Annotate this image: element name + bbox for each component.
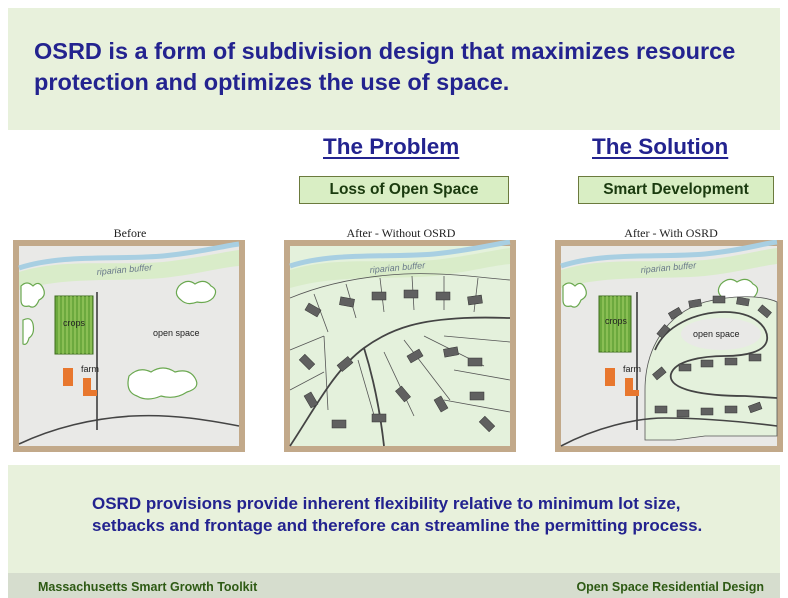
cluster-road: [654, 311, 778, 399]
farm-building: [83, 378, 97, 396]
header-band: [8, 8, 780, 130]
riparian-buffer-band: [290, 248, 510, 288]
farm-building: [605, 368, 615, 386]
main-road: [560, 417, 778, 447]
houses: [298, 289, 496, 433]
farm-label: farm: [623, 364, 641, 374]
map-before: riparian buffer crops open space farm: [13, 240, 245, 452]
riparian-buffer-label: riparian buffer: [96, 262, 153, 277]
body-band: [8, 465, 780, 573]
tree-cluster: [175, 280, 217, 305]
problem-title: The Problem: [323, 134, 460, 159]
body-text: OSRD provisions provide inherent flexibi…: [92, 494, 703, 535]
map-caption-with: After - With OSRD: [624, 226, 718, 240]
subdivision-road-branch: [363, 347, 385, 447]
crop-rows: [602, 296, 628, 352]
river: [560, 240, 778, 269]
solution-label-box: Smart Development: [578, 176, 774, 204]
riparian-buffer-band: [19, 250, 239, 290]
map-caption-without: After - Without OSRD: [346, 226, 456, 240]
farm-building: [625, 378, 639, 396]
riparian-buffer-label: riparian buffer: [369, 260, 426, 275]
main-road: [18, 414, 240, 445]
open-space-label: open space: [153, 328, 200, 338]
tree-cluster: [20, 282, 45, 345]
houses: [652, 295, 772, 418]
footer-bar: [8, 573, 780, 598]
river: [289, 240, 511, 269]
map-without-osrd: riparian buffer: [284, 240, 516, 452]
riparian-buffer-band: [561, 248, 777, 288]
subdivision-road: [289, 316, 511, 447]
headline: OSRD is a form of subdivision design tha…: [34, 38, 736, 95]
tree-cluster: [127, 367, 198, 400]
problem-label-box: Loss of Open Space: [299, 176, 509, 204]
crop-rows: [58, 296, 92, 354]
farm-building: [63, 368, 73, 386]
crops-label: crops: [63, 318, 86, 328]
river: [18, 241, 240, 271]
solution-title: The Solution: [592, 134, 729, 159]
footer-right-text: Open Space Residential Design: [576, 580, 764, 594]
riparian-buffer-label: riparian buffer: [640, 260, 697, 275]
footer-left-text: Massachusetts Smart Growth Toolkit: [38, 580, 258, 594]
map-with-osrd: riparian buffer crops farm open space: [555, 240, 783, 452]
open-space-label: open space: [693, 329, 740, 339]
tree-cluster: [562, 282, 587, 308]
farm-label: farm: [81, 364, 99, 374]
crops-label: crops: [605, 316, 628, 326]
map-caption-before: Before: [113, 226, 147, 240]
central-open-space: [681, 318, 761, 350]
